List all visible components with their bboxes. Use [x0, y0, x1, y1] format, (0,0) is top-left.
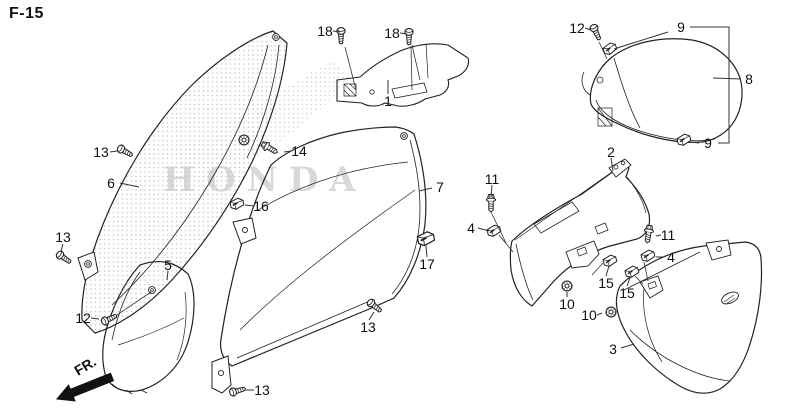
part-2-rear-lower-cowl	[509, 158, 651, 307]
callout-15-a: 15	[598, 275, 614, 291]
part-6-side-cowl	[77, 30, 288, 334]
page-code: F-15	[9, 5, 44, 22]
grommet-icon-10b	[605, 306, 617, 318]
leader-line-9-a	[690, 26, 730, 144]
clip-icon-17	[415, 229, 437, 248]
screw-icon-13c	[365, 297, 385, 315]
leader-line-4-a	[477, 227, 490, 232]
leader-lines	[60, 26, 742, 391]
leader-line-18-a	[332, 30, 341, 33]
callout-5: 5	[164, 257, 172, 273]
callout-18-b: 18	[384, 25, 400, 41]
screw-icon-12a	[588, 22, 604, 42]
grommet-icon-10a	[561, 280, 573, 292]
leader-line-11-a	[490, 184, 493, 198]
fr-direction-arrow: FR.	[56, 353, 115, 402]
leader-line-3	[620, 343, 635, 349]
leader-line-5	[166, 270, 169, 281]
callout-8: 8	[745, 71, 753, 87]
clip-icon-9b	[675, 132, 693, 148]
callout-9-a: 9	[677, 19, 685, 35]
bolt-icon-11a	[485, 194, 497, 213]
callout-17: 17	[419, 256, 435, 272]
leader-line-13-a	[109, 150, 118, 153]
leader-line-15-a	[605, 265, 610, 277]
callout-4-a: 4	[467, 220, 475, 236]
leader-line-11-b	[655, 234, 662, 237]
part-1-center-bracket	[336, 43, 470, 107]
callout-16: 16	[253, 198, 269, 214]
callout-13-c: 13	[360, 319, 376, 335]
leader-line-10-b	[596, 312, 603, 316]
callout-10-b: 10	[581, 307, 597, 323]
leader-line-12-b	[90, 317, 100, 320]
callout-9-b: 9	[704, 135, 712, 151]
callout-2: 2	[607, 144, 615, 160]
callout-11-a: 11	[484, 171, 500, 187]
screw-icon-18b	[404, 28, 414, 46]
clip-icon-4b	[639, 248, 657, 264]
leader-line-9-b	[690, 141, 700, 144]
screw-icon-13d	[228, 384, 248, 398]
leader-line-14	[283, 150, 292, 153]
screw-icon-18a	[336, 27, 346, 45]
part-7-side-cowl	[211, 126, 427, 394]
leader-line-13-c	[368, 311, 375, 321]
callout-12-b: 12	[75, 310, 91, 326]
callout-14: 14	[291, 143, 307, 159]
leader-line-8	[712, 77, 742, 80]
callout-11-b: 11	[660, 227, 676, 243]
callout-12-a: 12	[569, 20, 585, 36]
fr-label: FR.	[71, 353, 99, 378]
clip-icon-15a	[601, 253, 619, 269]
leader-line-2	[610, 157, 614, 172]
leader-line-18-b	[399, 32, 408, 35]
leader-line-9-a	[613, 31, 669, 50]
callout-15-b: 15	[619, 285, 635, 301]
assembly-lines	[116, 41, 649, 316]
callout-3: 3	[609, 341, 617, 357]
leader-line-15-b	[626, 277, 631, 287]
callout-7: 7	[436, 179, 444, 195]
front-direction-arrow-icon	[56, 372, 115, 402]
callout-4-b: 4	[667, 249, 675, 265]
leader-line-7	[418, 187, 433, 192]
leader-line-6	[119, 182, 140, 188]
clip-icon-15b	[623, 264, 641, 280]
callout-6: 6	[107, 175, 115, 191]
screw-icon-13b	[54, 249, 74, 267]
leader-line-16	[244, 204, 254, 207]
callout-10-a: 10	[559, 296, 575, 312]
callout-13-d: 13	[254, 382, 270, 398]
callout-13-b: 13	[55, 229, 71, 245]
part-5-lower-cowl	[102, 261, 195, 395]
callout-18-a: 18	[317, 23, 333, 39]
leader-line-13-b	[60, 243, 64, 252]
leader-line-17	[425, 245, 428, 258]
callout-1: 1	[384, 93, 392, 109]
part-3-side-lower-cowl	[615, 239, 763, 394]
callout-13-a: 13	[93, 144, 109, 160]
part-8-rear-cowl	[581, 38, 743, 143]
leader-line-12-a	[584, 27, 592, 31]
screw-icon-13a	[115, 143, 135, 160]
